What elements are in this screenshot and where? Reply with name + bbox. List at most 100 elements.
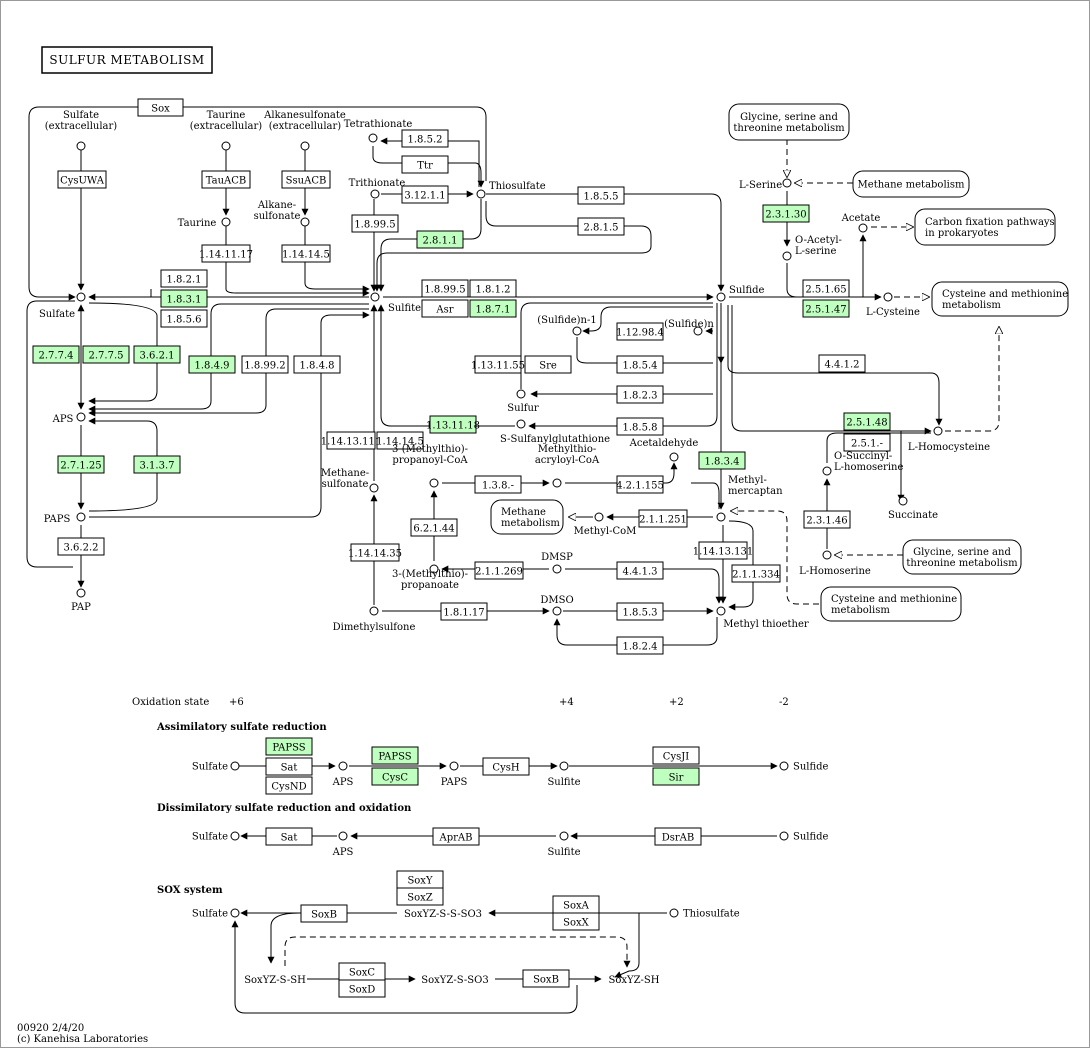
map-link-methane1[interactable]: Methane metabolism: [852, 170, 970, 198]
enzyme-4412[interactable]: 4.4.1.2: [818, 354, 866, 373]
module-enzyme-s_soxx[interactable]: SoxX: [552, 912, 600, 931]
enzyme-138[interactable]: 1.3.8.-: [474, 475, 522, 494]
module-compound[interactable]: Sulfate: [192, 761, 240, 773]
enzyme-1831[interactable]: 1.8.3.1: [160, 289, 208, 308]
module-enzyme-a_sir[interactable]: Sir: [652, 767, 700, 786]
module-enzyme-s_soxa[interactable]: SoxA: [552, 895, 600, 914]
enzyme-1141311[interactable]: 1.14.13.111: [321, 431, 381, 450]
enzyme-ssuabc[interactable]: SsuACB: [281, 170, 331, 189]
enzyme-113114[interactable]: 1.13.11.55: [471, 355, 525, 374]
compound-dmso[interactable]: DMSO: [540, 595, 574, 616]
compound-acetate[interactable]: Acetate: [841, 213, 881, 233]
enzyme-1824[interactable]: 1.8.2.4: [616, 636, 664, 655]
module-enzyme-d_aprab[interactable]: AprAB: [432, 827, 480, 846]
enzyme-18995b[interactable]: 1.8.99.5: [421, 279, 469, 298]
module-enzyme-a_cysh[interactable]: CysH: [482, 757, 530, 776]
compound-lcysteine[interactable]: L-Cysteine: [866, 292, 920, 318]
compound-alkane_ext[interactable]: Alkanesulfonate(extracellular): [263, 110, 346, 151]
module-compound[interactable]: PAPS: [441, 761, 468, 788]
module-compound[interactable]: Sulfide: [779, 831, 829, 843]
enzyme-ttr[interactable]: Ttr: [401, 155, 449, 174]
module-enzyme-s_soxy[interactable]: SoxY: [396, 870, 444, 889]
compound-trithionate[interactable]: Trithionate: [349, 178, 406, 199]
compound-alkane[interactable]: Alkane-sulfonate: [254, 200, 310, 227]
compound-lserine[interactable]: L-Serine: [739, 178, 792, 191]
enzyme-1848[interactable]: 1.8.4.8: [293, 355, 341, 374]
module-compound[interactable]: Sulfite: [547, 761, 581, 788]
module-enzyme-s_soxd[interactable]: SoxD: [338, 979, 386, 998]
enzyme-211334[interactable]: 2.1.1.334: [731, 564, 781, 583]
compound-ssg[interactable]: S-Sulfanylglutathione: [500, 419, 610, 445]
enzyme-1854[interactable]: 1.8.5.4: [616, 355, 664, 374]
compound-oacetyl[interactable]: O-Acetyl-L-serine: [782, 235, 842, 261]
compound-pap[interactable]: PAP: [71, 588, 91, 613]
enzyme-4413[interactable]: 4.4.1.3: [616, 561, 664, 580]
module-enzyme-s_soxz[interactable]: SoxZ: [396, 887, 444, 906]
module-enzyme-s_soxc[interactable]: SoxC: [338, 962, 386, 981]
enzyme-1852[interactable]: 1.8.5.2: [401, 129, 449, 148]
enzyme-23146[interactable]: 2.3.1.46: [803, 510, 851, 529]
enzyme-112984[interactable]: 1.12.98.4: [616, 322, 664, 341]
enzyme-2811[interactable]: 2.8.1.1: [416, 230, 464, 249]
compound-sulfide_n1[interactable]: (Sulfide)n-1: [537, 315, 597, 336]
module-enzyme-d_sat[interactable]: Sat: [265, 827, 313, 846]
compound-lhomoserine[interactable]: L-Homoserine: [799, 550, 871, 577]
enzyme-3137[interactable]: 3.1.3.7: [133, 455, 181, 474]
enzyme-1853[interactable]: 1.8.5.3: [616, 602, 664, 621]
enzyme-1141435[interactable]: 1.14.14.35: [348, 543, 402, 562]
enzyme-1855[interactable]: 1.8.5.5: [577, 186, 625, 205]
enzyme-1821[interactable]: 1.8.2.1: [160, 269, 208, 288]
enzyme-1856[interactable]: 1.8.5.6: [160, 309, 208, 328]
compound-mtacoa[interactable]: Methylthio-acryloyl-CoA: [535, 444, 600, 488]
enzyme-sre[interactable]: Sre: [524, 355, 572, 374]
module-compound[interactable]: Sulfate: [192, 908, 240, 920]
enzyme-18995a[interactable]: 1.8.99.5: [351, 214, 399, 233]
compound-dms[interactable]: Methyl thioether: [716, 606, 809, 630]
module-enzyme-a_papss2[interactable]: PAPSS: [371, 746, 419, 765]
enzyme-27125[interactable]: 2.7.1.25: [57, 455, 105, 474]
enzyme-1834[interactable]: 1.8.3.4: [698, 451, 746, 470]
compound-methylcom[interactable]: Methyl-CoM: [574, 512, 637, 537]
enzyme-1858[interactable]: 1.8.5.8: [616, 417, 664, 436]
enzyme-211251[interactable]: 2.1.1.251: [638, 509, 688, 528]
compound-paps[interactable]: PAPS: [44, 512, 86, 525]
enzyme-23130[interactable]: 2.3.1.30: [762, 204, 810, 223]
module-compound[interactable]: APS: [332, 831, 354, 858]
enzyme-25147[interactable]: 2.5.1.47: [802, 299, 850, 318]
compound-tetrathionate[interactable]: Tetrathionate: [344, 119, 413, 143]
enzyme-31211[interactable]: 3.12.1.1: [401, 185, 449, 204]
module-compound[interactable]: Sulfite: [547, 831, 581, 858]
enzyme-1141117[interactable]: 1.14.11.17: [199, 244, 253, 263]
module-compound[interactable]: Sulfide: [779, 761, 829, 773]
enzyme-1812[interactable]: 1.8.1.2: [469, 279, 517, 298]
compound-dmsp[interactable]: DMSP: [541, 552, 573, 574]
enzyme-asr[interactable]: Asr: [421, 299, 469, 318]
module-enzyme-a_sat[interactable]: Sat: [265, 757, 313, 776]
enzyme-1849[interactable]: 1.8.4.9: [188, 355, 236, 374]
enzyme-25165[interactable]: 2.5.1.65: [802, 279, 850, 298]
compound-osuccinyl[interactable]: O-Succinyl-L-homoserine: [822, 451, 903, 476]
enzyme-2774[interactable]: 2.7.7.4: [32, 345, 80, 364]
module-enzyme-a_papss1[interactable]: PAPSS: [265, 737, 313, 756]
compound-taurine_ext[interactable]: Taurine(extracellular): [190, 110, 263, 151]
enzyme-tauabc[interactable]: TauACB: [201, 170, 251, 189]
compound-acetaldehyde[interactable]: Acetaldehyde: [629, 438, 699, 462]
enzyme-114145b[interactable]: 1.14.14.5: [376, 431, 424, 450]
enzyme-1131118[interactable]: 1.13.11.18: [426, 415, 480, 434]
compound-sulfide[interactable]: Sulfide: [716, 285, 765, 302]
compound-methanethiol[interactable]: Methyl-mercaptan: [716, 475, 783, 522]
compound-aps[interactable]: APS: [52, 412, 86, 425]
compound-lhomocysteine[interactable]: L-Homocysteine: [908, 426, 990, 453]
module-enzyme-s_soxb2[interactable]: SoxB: [522, 969, 570, 988]
module-enzyme-a_cysc[interactable]: CysC: [371, 767, 419, 786]
enzyme-421155[interactable]: 4.2.1.155: [616, 475, 664, 494]
module-enzyme-a_cysji[interactable]: CysJI: [652, 746, 700, 765]
compound-thiosulfate[interactable]: Thiosulfate: [476, 181, 546, 199]
enzyme-3622[interactable]: 3.6.2.2: [57, 537, 105, 556]
